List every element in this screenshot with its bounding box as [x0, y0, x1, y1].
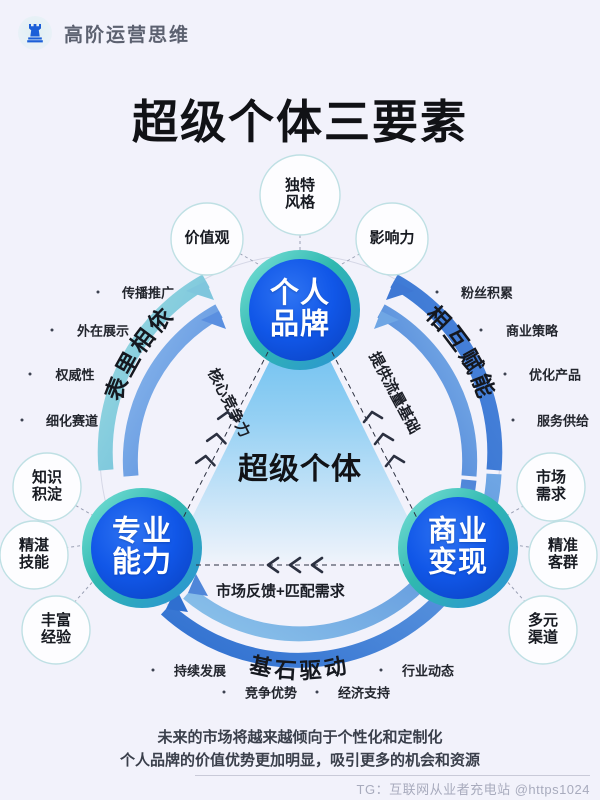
bullet-dot	[20, 418, 24, 422]
watermark-text: TG：互联网从业者充电站 @https1024	[356, 782, 590, 797]
arc-left	[97, 274, 226, 477]
outer-label-competitive-advantage: 竞争优势	[244, 685, 298, 701]
node-commercial-monetization[interactable]	[398, 488, 518, 608]
footer: 未来的市场将越来越倾向于个性化和定制化 个人品牌的价值优势更加明显，吸引更多的机…	[0, 726, 600, 773]
node-personal-brand[interactable]	[240, 250, 360, 370]
page-title: 超级个体三要素	[132, 96, 468, 148]
footer-line-1: 未来的市场将越来越倾向于个性化和定制化	[157, 729, 443, 746]
bullet-dot	[151, 668, 155, 672]
outer-label-optimize-product: 优化产品	[528, 367, 582, 383]
bullet-dot	[379, 668, 383, 672]
outer-label-economic-support: 经济支持	[337, 685, 391, 701]
bullet-dot	[503, 372, 507, 376]
logo-title: 高阶运营思维	[64, 24, 191, 46]
outer-label-industry-trends: 行业动态	[401, 663, 455, 679]
header: 高阶运营思维	[18, 16, 190, 50]
outer-label-niche-track: 细化赛道	[45, 413, 99, 429]
edge-lines	[181, 351, 419, 566]
bullet-dot	[50, 328, 54, 332]
outer-label-sustained-growth: 持续发展	[173, 663, 227, 679]
bullet-dot	[222, 690, 226, 694]
outer-label-external-display: 外在展示	[76, 323, 130, 339]
outer-label-spread-promotion: 传播推广	[121, 285, 175, 301]
center-triangle	[170, 300, 430, 562]
satellite-bubbles	[0, 154, 598, 665]
node-professional-ability[interactable]	[82, 488, 202, 608]
center-label: 超级个体	[238, 453, 362, 486]
watermark-divider	[195, 775, 590, 776]
bullet-dot	[96, 290, 100, 294]
bullet-dot	[28, 372, 32, 376]
edge-chevrons	[194, 410, 406, 574]
edge-label-bottom: 市场反馈+匹配需求	[216, 583, 345, 600]
outer-label-authority: 权威性	[55, 367, 95, 383]
outer-label-business-strategy: 商业策略	[505, 323, 559, 339]
bullet-dot	[479, 328, 483, 332]
bullet-dot	[511, 418, 515, 422]
bullet-dot	[315, 690, 319, 694]
outer-label-service-supply: 服务供给	[536, 413, 590, 429]
bullet-dot	[435, 290, 439, 294]
outer-label-fan-accumulation: 粉丝积累	[460, 285, 514, 301]
footer-line-2: 个人品牌的价值优势更加明显，吸引更多的机会和资源	[119, 752, 480, 770]
arc-right	[374, 274, 503, 477]
chess-rook-icon	[18, 16, 52, 50]
